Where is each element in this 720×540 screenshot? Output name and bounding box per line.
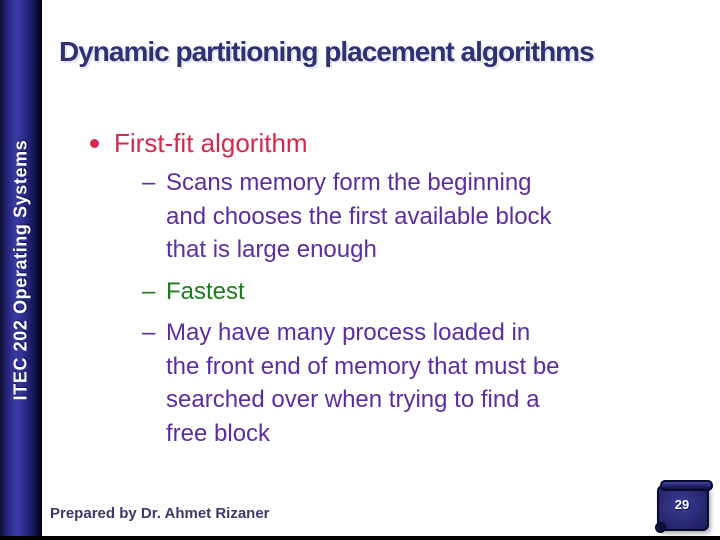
sub-bullet-text: May have many process loaded in the fron… <box>166 319 560 447</box>
dash-icon: – <box>142 319 156 346</box>
bullet-dot-icon <box>90 139 99 148</box>
footer-credit: Prepared by Dr. Ahmet Rizaner <box>50 505 270 522</box>
bottom-edge-strip <box>0 536 720 540</box>
bullet-item-first-fit: First-fit algorithm <box>90 128 308 159</box>
sidebar: ITEC 202 Operating Systems <box>0 0 42 540</box>
bullet-label: First-fit algorithm <box>114 128 308 158</box>
sub-bullet-list: – Scans memory form the beginning and ch… <box>142 166 622 458</box>
dash-icon: – <box>142 277 156 305</box>
dash-icon: – <box>142 169 156 196</box>
page-number: 29 <box>674 497 690 512</box>
page-number-scroll: 29 <box>655 480 713 533</box>
sub-bullet-scans: – Scans memory form the beginning and ch… <box>142 166 622 267</box>
sub-bullet-many-process: – May have many process loaded in the fr… <box>142 316 622 450</box>
scroll-bottom-knob <box>655 522 666 533</box>
sub-bullet-text: Fastest <box>166 277 245 305</box>
sub-bullet-fastest: – Fastest <box>142 275 622 309</box>
sidebar-course-label: ITEC 202 Operating Systems <box>10 139 31 401</box>
sub-bullet-text: Scans memory form the beginning and choo… <box>166 169 552 263</box>
slide-title: Dynamic partitioning placement algorithm… <box>59 36 595 67</box>
scroll-top-roll <box>660 480 713 491</box>
